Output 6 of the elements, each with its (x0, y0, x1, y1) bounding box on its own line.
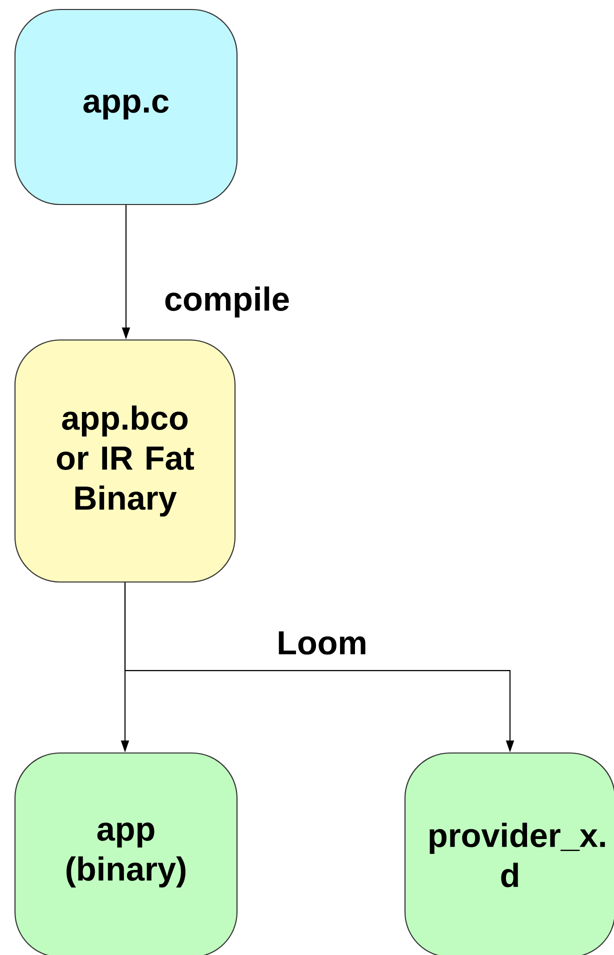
process-box: app.bco or IR Fat Binary (14, 339, 236, 583)
process-box: app (binary) (14, 752, 238, 955)
edge-label: compile (161, 284, 293, 320)
process-box: provider_x.d (404, 752, 614, 955)
process-box: app.c (14, 8, 238, 206)
edge-label: Loom (274, 628, 370, 658)
